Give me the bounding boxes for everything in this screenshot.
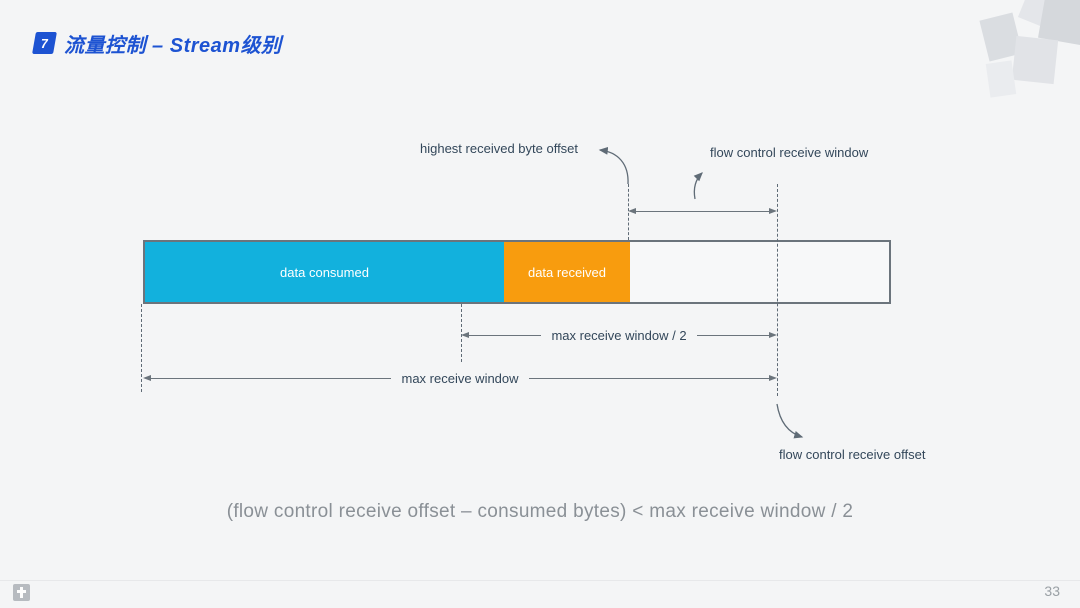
- measure-label: max receive window: [401, 370, 519, 386]
- flow-control-formula: (flow control receive offset – consumed …: [226, 501, 854, 522]
- measure-max-receive-window-half: max receive window / 2: [461, 326, 777, 344]
- decor-square-icon: [985, 60, 1017, 98]
- title-number-badge: 7: [32, 32, 57, 54]
- logo-mark: [17, 590, 26, 593]
- bar-segment-label: data received: [527, 264, 607, 280]
- measure-line: [151, 377, 392, 379]
- decor-square-icon: [1011, 35, 1059, 85]
- dashed-guide-half-window: [461, 304, 462, 362]
- page-title: 流量控制 – Stream级别: [64, 35, 282, 57]
- measure-line: [636, 210, 769, 212]
- bar-segment-label: data consumed: [280, 264, 369, 280]
- measure-line: [469, 334, 542, 336]
- arrowhead-left-icon: [628, 208, 636, 214]
- title-number: 7: [39, 35, 50, 51]
- measure-max-receive-window: max receive window: [143, 369, 778, 387]
- stream-buffer-bar: data consumed data received: [143, 240, 891, 304]
- footer-divider: [0, 580, 1080, 581]
- arrow-to-highest-offset-label: [598, 146, 629, 185]
- dashed-guide-highest-offset: [628, 184, 629, 240]
- bar-segment-data-received: data received: [504, 242, 630, 302]
- label-highest-received-byte-offset: highest received byte offset: [420, 141, 579, 156]
- bar-segment-data-consumed: data consumed: [145, 242, 504, 302]
- page-number: 33: [1044, 583, 1060, 599]
- arrow-to-receive-window-label: [693, 172, 703, 200]
- measure-line: [696, 334, 769, 336]
- arrowhead-right-icon: [769, 375, 778, 381]
- arrow-to-receive-offset-label: [776, 403, 804, 439]
- arrowhead-left-icon: [143, 375, 151, 381]
- dashed-guide-receive-offset: [777, 184, 778, 396]
- measure-label: max receive window / 2: [551, 327, 687, 343]
- label-flow-control-receive-offset: flow control receive offset: [779, 447, 926, 462]
- arrowhead-right-icon: [769, 208, 777, 214]
- dashed-guide-bar-start: [141, 304, 142, 392]
- measure-receive-window: [628, 202, 777, 220]
- arrowhead-right-icon: [769, 332, 777, 338]
- arrowhead-left-icon: [461, 332, 469, 338]
- footer-logo-icon: [13, 584, 30, 601]
- bar-segment-free-window: [630, 242, 889, 302]
- measure-line: [528, 377, 770, 379]
- label-flow-control-receive-window: flow control receive window: [710, 145, 869, 160]
